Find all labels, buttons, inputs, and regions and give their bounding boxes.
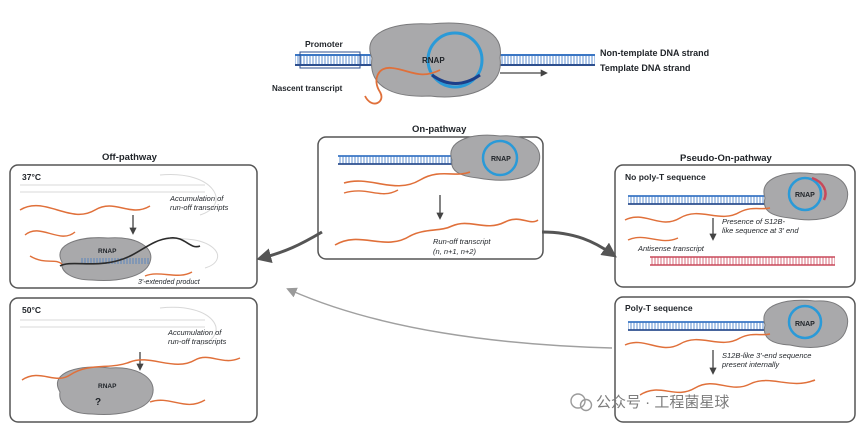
question-mark: ?: [95, 397, 101, 408]
watermark-text: 公众号 · 工程菌星球: [596, 394, 729, 411]
off-pathway-37c-panel: 37°C Accumulation of run-off transcripts…: [9, 164, 258, 289]
temp-37c-label: 37°C: [22, 172, 41, 182]
presence-label-2: like sequence at 3' end: [722, 226, 799, 235]
runoff-transcripts-on: [334, 218, 539, 246]
watermark: 公众号 · 工程菌星球: [570, 393, 729, 412]
no-poly-t-panel: No poly-T sequence RNAP Presence of S12B…: [614, 164, 856, 288]
promoter-label: Promoter: [305, 39, 343, 49]
on-pathway-title: On-pathway: [412, 124, 467, 135]
runoff-transcripts-50c: [21, 356, 241, 381]
transcript-polyt: [624, 333, 771, 349]
rnap-label-nopolyt: RNAP: [795, 192, 815, 199]
rnap-label-top: RNAP: [422, 56, 445, 65]
s12b-label-2: present internally: [721, 360, 780, 369]
poly-t-label: Poly-T sequence: [625, 303, 693, 313]
antisense-transcript: [650, 256, 835, 266]
runoff-label-1: Run-off transcript: [433, 237, 491, 246]
presence-label-1: Presence of S12B-: [722, 217, 785, 226]
connecting-arrows: [256, 230, 617, 349]
template-strand-label: Template DNA strand: [600, 63, 691, 73]
arrow-on-to-off: [256, 230, 323, 263]
transcript-on-1: [343, 171, 471, 187]
accumulation-label-37c-1: Accumulation of: [169, 194, 224, 203]
rnap-label-37c: RNAP: [98, 248, 117, 255]
accumulation-label-37c-2: run-off transcripts: [170, 203, 229, 212]
runoff-transcripts-polyt: [639, 379, 816, 396]
pseudo-on-pathway-title: Pseudo-On-pathway: [680, 153, 773, 164]
off-pathway-title: Off-pathway: [102, 152, 158, 163]
on-pathway-panel: On-pathway RNAP Run-off transcript (n, n…: [317, 124, 544, 260]
temp-50c-label: 50°C: [22, 305, 41, 315]
rnap-label-polyt: RNAP: [795, 321, 815, 328]
rnap-blob-on: [450, 134, 541, 181]
rnap-blob-top: [369, 22, 501, 98]
poly-t-panel: Poly-T sequence RNAP S12B-like 3'-end se…: [614, 296, 856, 423]
accumulation-label-50c-2: run-off transcripts: [168, 337, 227, 346]
no-poly-t-label: No poly-T sequence: [625, 172, 706, 182]
off-pathway-group: Off-pathway 37°C Accumulation of run-off…: [9, 152, 258, 423]
extended-product-label: 3'-extended product: [138, 279, 201, 286]
rnap-blob-50c: [57, 366, 154, 415]
rnap-label-on: RNAP: [491, 156, 511, 163]
non-template-strand-label: Non-template DNA strand: [600, 48, 709, 58]
runoff-label-2: (n, n+1, n+2): [433, 247, 476, 256]
antisense-label: Antisense transcript: [637, 244, 705, 253]
pseudo-on-pathway-group: Pseudo-On-pathway No poly-T sequence RNA…: [614, 153, 856, 423]
s12b-label-1: S12B-like 3'-end sequence: [722, 351, 811, 360]
top-schematic: Promoter RNAP Nascent transcript Non-tem…: [272, 22, 709, 105]
rnap-blob-polyt: [763, 299, 848, 348]
nascent-transcript-top: [364, 67, 441, 105]
nascent-transcript-label: Nascent transcript: [272, 84, 343, 93]
accumulation-label-50c-1: Accumulation of: [167, 328, 222, 337]
transcript-on-2: [343, 189, 399, 195]
rnap-ring-top: [426, 31, 484, 89]
rnap-blob-nopolyt: [763, 172, 848, 221]
runoff-transcripts-37c: [19, 204, 151, 216]
arrow-pseudo-to-off: [286, 287, 613, 349]
transcript-nopolyt: [624, 207, 771, 223]
arrow-on-to-pseudo: [541, 230, 617, 258]
off-pathway-50c-panel: 50°C Accumulation of run-off transcripts…: [9, 297, 258, 423]
rnap-label-50c: RNAP: [98, 383, 117, 390]
